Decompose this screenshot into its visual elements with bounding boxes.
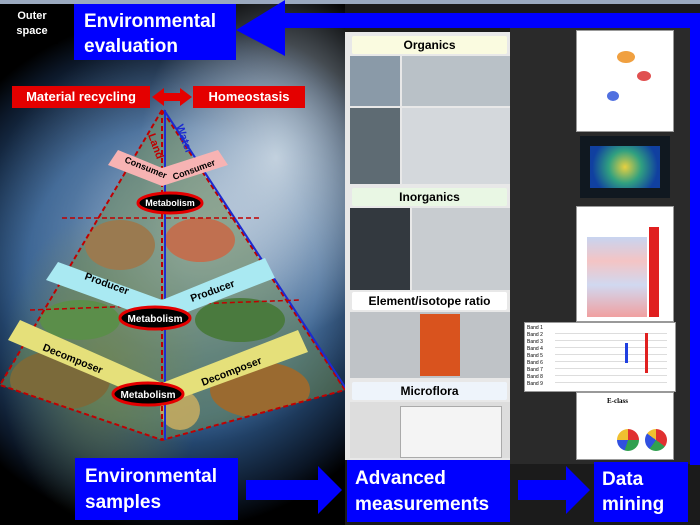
feedback-arrow-shape: [236, 0, 700, 465]
env-samples-line1: Environmental: [85, 466, 217, 487]
correlation-heatmap: [576, 206, 674, 322]
homeostasis-label: Homeostasis: [193, 86, 305, 108]
env-eval-line1: Environmental: [84, 11, 216, 32]
consumer-band-left: [108, 150, 162, 186]
band-label: Band 3: [527, 339, 543, 345]
band-chart: Band 1 Band 2 Band 3 Band 4 Band 5 Band …: [524, 322, 676, 392]
producer-water-photo: [195, 298, 285, 342]
decomposer-band-right: [162, 330, 308, 405]
outer-space-line2: space: [16, 25, 48, 37]
data-mining-box: Data mining: [594, 462, 688, 522]
adv-meas-line2: measurements: [355, 494, 490, 515]
consumer-band-right: [162, 150, 228, 186]
metabolism-ellipse-3: [111, 381, 185, 407]
band-label: Band 4: [527, 346, 543, 352]
organics-title: Organics: [352, 36, 507, 54]
environmental-evaluation-box: Environmental evaluation: [74, 4, 236, 60]
metabolism-label-2: Metabolism: [127, 314, 182, 325]
element-isotope-title: Element/isotope ratio: [352, 292, 507, 310]
organics-photos: [350, 56, 510, 184]
outer-space-line1: Outer: [17, 10, 47, 22]
producer-band-right: [162, 258, 275, 322]
scatter-plot: [576, 30, 674, 132]
som-map: [580, 136, 670, 198]
band-label: Band 7: [527, 367, 543, 373]
metabolism-ellipse-1: [136, 191, 204, 215]
ecosystem-pyramid: Land Water Consumer Consumer Producer Pr…: [0, 88, 345, 442]
top-band: [0, 0, 700, 4]
band-label: Band 2: [527, 332, 543, 338]
decomposer-band-left: [8, 320, 162, 405]
metabolism-ellipse-2: [118, 305, 192, 331]
metabolism-label-1: Metabolism: [145, 198, 195, 208]
data-mining-line1: Data: [602, 469, 644, 490]
producer-land-photo: [40, 300, 120, 340]
material-recycling-label: Material recycling: [12, 86, 150, 108]
band-label: Band 9: [527, 381, 543, 387]
metabolism-label-3: Metabolism: [120, 390, 175, 401]
microflora-photo: [350, 402, 510, 458]
env-samples-line2: samples: [85, 492, 162, 513]
band-label: Band 6: [527, 360, 543, 366]
consumer-land-photo: [85, 220, 155, 270]
advanced-measurements-box: Advanced measurements: [347, 460, 510, 522]
environmental-samples-box: Environmental samples: [75, 458, 238, 520]
band-label: Band 5: [527, 353, 543, 359]
pyramid-outline: [0, 109, 345, 442]
adv-meas-line1: Advanced: [355, 468, 446, 489]
producer-band-left: [46, 262, 162, 322]
band-label: Band 1: [527, 325, 543, 331]
microflora-title: Microflora: [352, 382, 507, 400]
double-arrow: [152, 88, 192, 106]
env-eval-line2: evaluation: [84, 36, 178, 57]
band-label: Band 8: [527, 374, 543, 380]
e-class-chart: E-class: [576, 392, 674, 460]
inorganics-photos: [350, 208, 510, 290]
outer-space-label: Outer space: [6, 6, 58, 44]
consumer-water-photo: [165, 218, 235, 262]
element-isotope-photo: [350, 312, 510, 378]
arrow-measurements-to-mining: [518, 466, 590, 514]
data-mining-line2: mining: [602, 494, 665, 515]
arrow-samples-to-measurements: [246, 466, 342, 514]
inorganics-title: Inorganics: [352, 188, 507, 206]
